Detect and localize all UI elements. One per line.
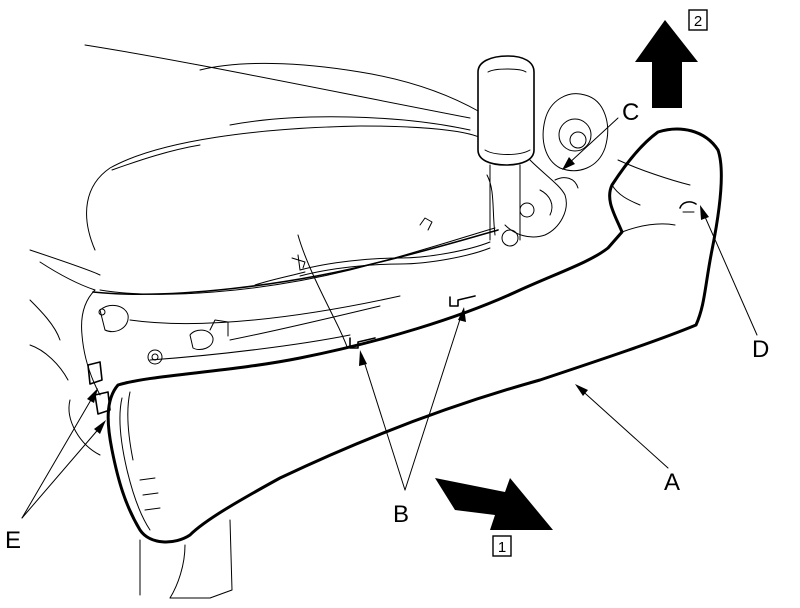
callout-labels: A B C D E (5, 99, 769, 554)
clips-E (87, 361, 111, 415)
step-box-2: 2 (688, 9, 708, 31)
recliner-mechanism (501, 93, 609, 247)
leader-lines (21, 117, 758, 519)
side-cover-A (106, 127, 723, 544)
direction-arrow-1 (435, 478, 553, 530)
step-number-2: 2 (694, 13, 702, 30)
seat-leg (139, 519, 233, 599)
label-E: E (5, 527, 21, 554)
seat-frame-rail (92, 217, 499, 373)
seat-cushion (29, 44, 486, 456)
label-B: B (393, 501, 409, 528)
step-box-1: 1 (492, 535, 512, 557)
direction-arrow-2 (635, 20, 698, 108)
label-C: C (622, 99, 639, 126)
clips-B (349, 295, 476, 349)
label-D: D (752, 336, 769, 363)
step-number-1: 1 (498, 539, 506, 556)
label-A: A (664, 469, 680, 496)
seat-belt-buckle (477, 55, 535, 241)
